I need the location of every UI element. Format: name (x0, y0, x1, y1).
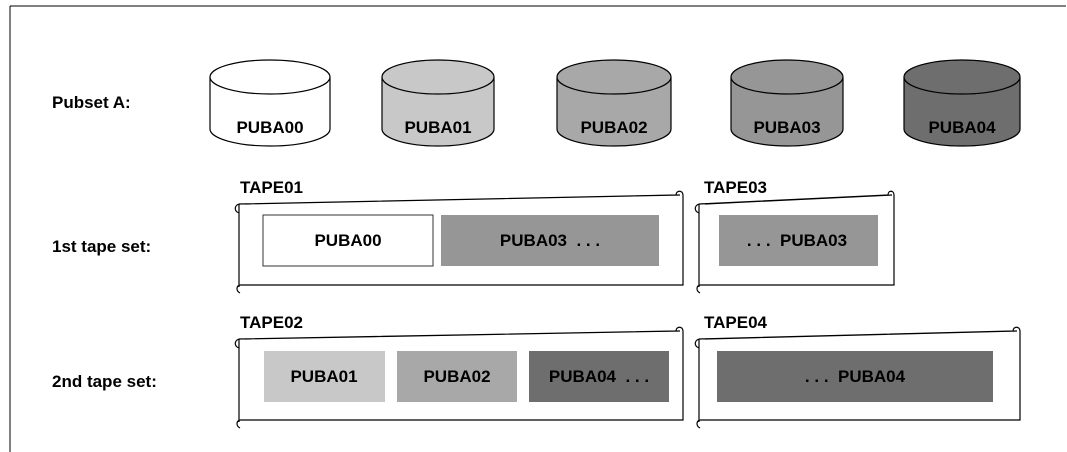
disk-label: PUBA02 (580, 118, 647, 137)
tape-block-text: . . . PUBA03 (747, 231, 847, 250)
tape-scroll-outline (694, 326, 1021, 429)
tape-tape02: TAPE02 PUBA01 PUBA02 PUBA04 . . . (234, 313, 684, 429)
tape-block-text: PUBA04 . . . (549, 367, 649, 386)
tape-block-text: PUBA02 (423, 367, 490, 386)
tape-scroll-outline (234, 190, 684, 294)
disk-body (730, 77, 844, 147)
disk-top (903, 59, 1021, 95)
tape-tape04: TAPE04 . . . PUBA04 (694, 313, 1021, 429)
tape-tape01: TAPE01 PUBA00 PUBA03 . . . (234, 178, 684, 294)
disk-puba03: PUBA03 (730, 59, 844, 147)
tape-tape03: TAPE03 . . . PUBA03 (694, 178, 895, 294)
disk-label: PUBA00 (236, 118, 303, 137)
disk-label: PUBA03 (753, 118, 820, 137)
tape-set-2-label: 2nd tape set: (52, 372, 157, 391)
tape-block (717, 351, 993, 402)
tape-block (264, 351, 385, 402)
tape-label: TAPE02 (240, 313, 303, 332)
tape-block-text: PUBA01 (290, 367, 357, 386)
tape-label: TAPE03 (704, 178, 767, 197)
tape-label: TAPE01 (240, 178, 303, 197)
disk-puba00: PUBA00 (209, 59, 331, 147)
pubset-label: Pubset A: (52, 93, 131, 112)
tape-block (719, 215, 878, 266)
disk-label: PUBA01 (404, 118, 471, 137)
tape-set-1-label: 1st tape set: (52, 237, 151, 256)
disk-puba01: PUBA01 (381, 59, 495, 147)
disk-top (209, 59, 331, 95)
tape-block (397, 351, 517, 402)
disk-label: PUBA04 (928, 118, 996, 137)
disk-top (730, 59, 844, 95)
disk-body (556, 77, 672, 147)
tape-scroll-outline (234, 326, 684, 429)
tape-label: TAPE04 (704, 313, 768, 332)
disk-puba02: PUBA02 (556, 59, 672, 147)
tape-block (441, 215, 659, 266)
disk-body (381, 77, 495, 147)
tape-block-text: PUBA03 . . . (500, 231, 600, 250)
disk-body (209, 77, 331, 147)
tape-block (262, 214, 434, 267)
tape-block-text: . . . PUBA04 (805, 367, 906, 386)
disk-body (903, 77, 1021, 147)
disk-puba04: PUBA04 (903, 59, 1021, 147)
disk-top (556, 59, 672, 95)
tape-block-text: PUBA00 (314, 231, 381, 250)
tape-scroll-outline (694, 190, 895, 294)
disk-top (381, 59, 495, 95)
tape-block (529, 351, 669, 402)
